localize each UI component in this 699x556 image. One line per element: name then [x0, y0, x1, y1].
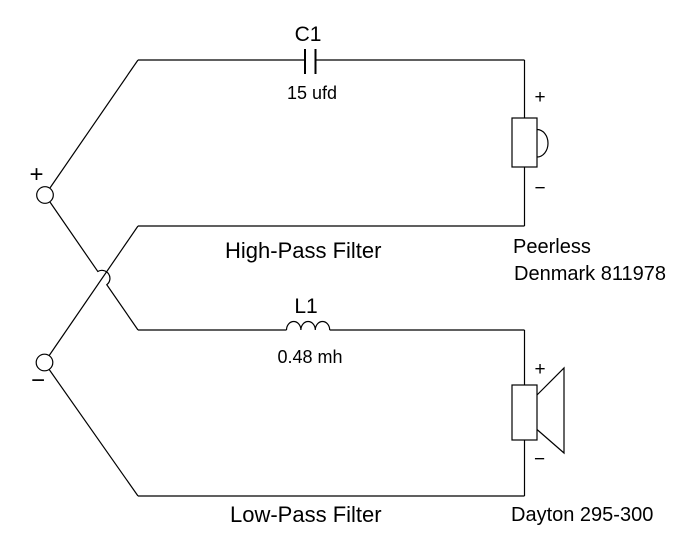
tweeter-minus-label: − — [534, 178, 545, 199]
wire-plus-to-highpass — [49, 59, 139, 189]
tweeter-model-label: Denmark 811978 — [514, 263, 666, 285]
high-pass-filter-label: High-Pass Filter — [225, 238, 381, 263]
input-terminal-negative — [35, 353, 54, 372]
input-plus-label: + — [29, 161, 43, 188]
woofer-minus-label: − — [534, 449, 545, 470]
inductor-icon — [285, 320, 331, 331]
capacitor-designator: C1 — [295, 23, 322, 46]
inductor-designator: L1 — [294, 295, 317, 318]
woofer-icon — [511, 384, 538, 441]
tweeter-plus-label: + — [534, 87, 545, 108]
woofer-cone-icon — [536, 366, 565, 455]
capacitor-value: 15 ufd — [287, 83, 337, 103]
low-pass-circuit — [138, 320, 565, 497]
wire-minus-to-lowpass — [48, 369, 139, 497]
input-wiring — [35, 59, 139, 497]
tweeter-dome-icon — [536, 128, 549, 158]
wire-plus-to-lowpass-with-hop — [49, 201, 139, 331]
input-minus-label: − — [31, 367, 45, 394]
low-pass-filter-label: Low-Pass Filter — [230, 502, 382, 527]
input-terminal-positive — [36, 186, 54, 204]
tweeter-brand-label: Peerless — [513, 236, 591, 258]
capacitor-icon — [304, 49, 317, 74]
woofer-brand-label: Dayton 295-300 — [511, 504, 653, 526]
tweeter-icon — [511, 117, 538, 168]
inductor-value: 0.48 mh — [277, 347, 342, 367]
wire-minus-to-highpass — [48, 225, 139, 356]
woofer-plus-label: + — [534, 359, 545, 380]
high-pass-circuit — [138, 49, 549, 227]
